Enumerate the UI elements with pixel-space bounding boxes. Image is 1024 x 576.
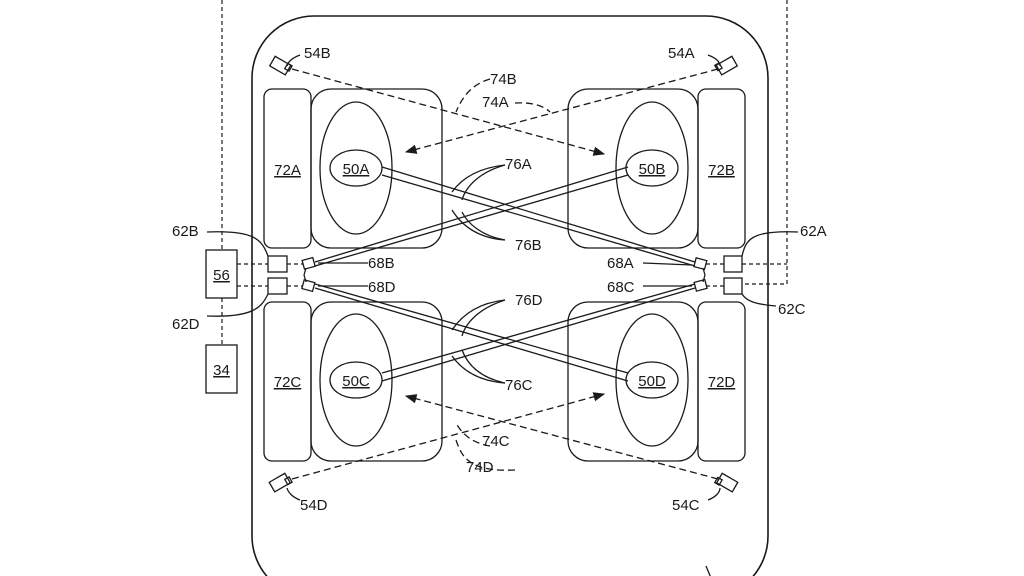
label-74B: 74B	[490, 71, 517, 88]
svg-text:50D: 50D	[638, 373, 666, 390]
svg-text:72B: 72B	[708, 162, 735, 179]
door-panel-72A: 72A	[263, 88, 312, 249]
camera-68D	[301, 274, 316, 293]
svg-text:34: 34	[213, 362, 230, 379]
door-panel-72C: 72C	[263, 301, 312, 462]
seat-50D: 50D	[567, 301, 699, 462]
camera-68A	[693, 257, 708, 276]
label-74C: 74C	[482, 433, 510, 450]
label-54C: 54C	[672, 497, 700, 514]
label-74D: 74D	[466, 459, 494, 476]
label-54A: 54A	[668, 45, 695, 62]
reference-labels: 54B 54A 54D 54C 74B 74A 74C 74D 76A 76B …	[172, 45, 827, 514]
label-68D: 68D	[368, 279, 396, 296]
label-68B: 68B	[368, 255, 395, 272]
svg-text:50A: 50A	[343, 161, 370, 178]
label-76C: 76C	[505, 377, 533, 394]
body-leader-line	[705, 565, 711, 576]
sight-lines-74	[291, 68, 719, 480]
label-76B: 76B	[515, 237, 542, 254]
vehicle-body	[251, 15, 769, 576]
module-34: 34	[205, 344, 238, 394]
svg-text:72A: 72A	[274, 162, 301, 179]
door-panel-72D: 72D	[697, 301, 746, 462]
camera-54C	[713, 472, 739, 493]
label-62D: 62D	[172, 316, 200, 333]
label-62B: 62B	[172, 223, 199, 240]
door-panel-72B: 72B	[697, 88, 746, 249]
label-62C: 62C	[778, 301, 806, 318]
label-76D: 76D	[515, 292, 543, 309]
label-74A: 74A	[482, 94, 509, 111]
seat-50A: 50A	[310, 88, 443, 249]
camera-54A	[713, 55, 739, 76]
leader-lines	[206, 54, 799, 501]
svg-text:72D: 72D	[708, 374, 736, 391]
svg-text:72C: 72C	[274, 374, 302, 391]
camera-68C	[693, 274, 708, 292]
camera-54B	[268, 55, 293, 76]
svg-text:56: 56	[213, 267, 230, 284]
sight-lines-76	[314, 166, 696, 382]
controller-56: 56	[205, 249, 238, 299]
label-76A: 76A	[505, 156, 532, 173]
sensor-boxes-62	[267, 255, 743, 295]
seat-50C: 50C	[310, 301, 443, 462]
label-68A: 68A	[607, 255, 634, 272]
svg-text:50B: 50B	[639, 161, 666, 178]
label-54D: 54D	[300, 497, 328, 514]
label-54B: 54B	[304, 45, 331, 62]
camera-68B	[301, 256, 316, 276]
camera-54D	[268, 472, 293, 493]
svg-text:50C: 50C	[342, 373, 370, 390]
label-62A: 62A	[800, 223, 827, 240]
seat-50B: 50B	[567, 88, 699, 249]
label-68C: 68C	[607, 279, 635, 296]
